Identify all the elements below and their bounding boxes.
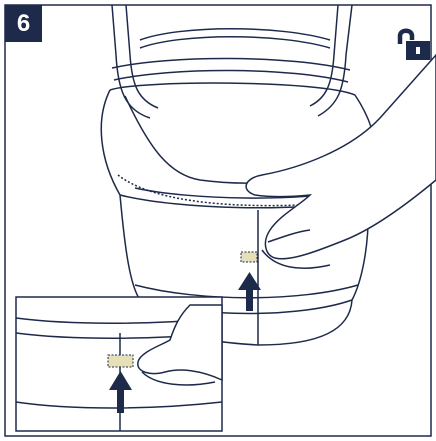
unlocked-padlock-icon <box>397 28 430 60</box>
detail-inset <box>15 296 223 432</box>
step-border <box>4 4 432 437</box>
step-number-badge: 6 <box>5 5 42 42</box>
release-button-highlight <box>240 251 258 263</box>
hand-illustration <box>245 53 436 269</box>
up-arrow-icon <box>238 272 261 311</box>
inset-up-arrow-icon <box>109 371 132 413</box>
carrycot-handle <box>111 4 353 119</box>
inset-release-button-highlight <box>107 354 134 368</box>
